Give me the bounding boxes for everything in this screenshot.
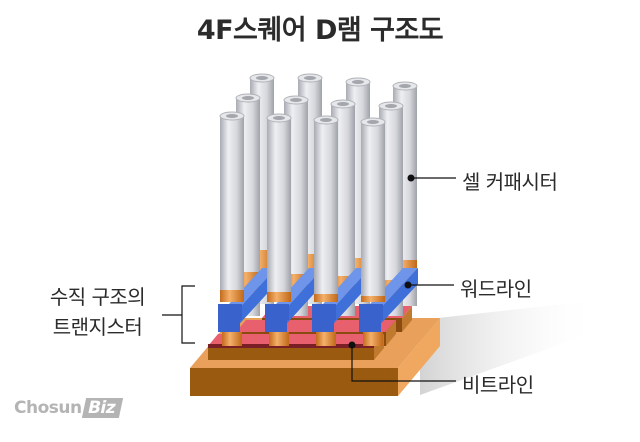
label-vertical-transistor-line1: 수직 구조의 (49, 285, 146, 309)
callout-bit-line (348, 341, 456, 382)
callout-word-line (404, 281, 454, 289)
word-line-front-caps (218, 304, 383, 320)
callout-cell-capacitor (407, 174, 456, 182)
floor-shadow (420, 300, 600, 395)
logo-accent: Biz (81, 398, 123, 418)
label-cell-capacitor: 셀 커패시터 (462, 170, 558, 194)
label-bit-line: 비트라인 (462, 373, 534, 397)
capacitor-row-front (219, 111, 386, 346)
label-vertical-transistor: 수직 구조의 트랜지스터 (30, 282, 165, 342)
callout-vertical-transistor-bracket (162, 285, 195, 344)
label-word-line: 워드라인 (460, 277, 532, 301)
label-vertical-transistor-line2: 트랜지스터 (52, 315, 143, 339)
logo-text: Chosun (14, 398, 82, 418)
page-title: 4F스퀘어 D램 구조도 (196, 15, 444, 46)
